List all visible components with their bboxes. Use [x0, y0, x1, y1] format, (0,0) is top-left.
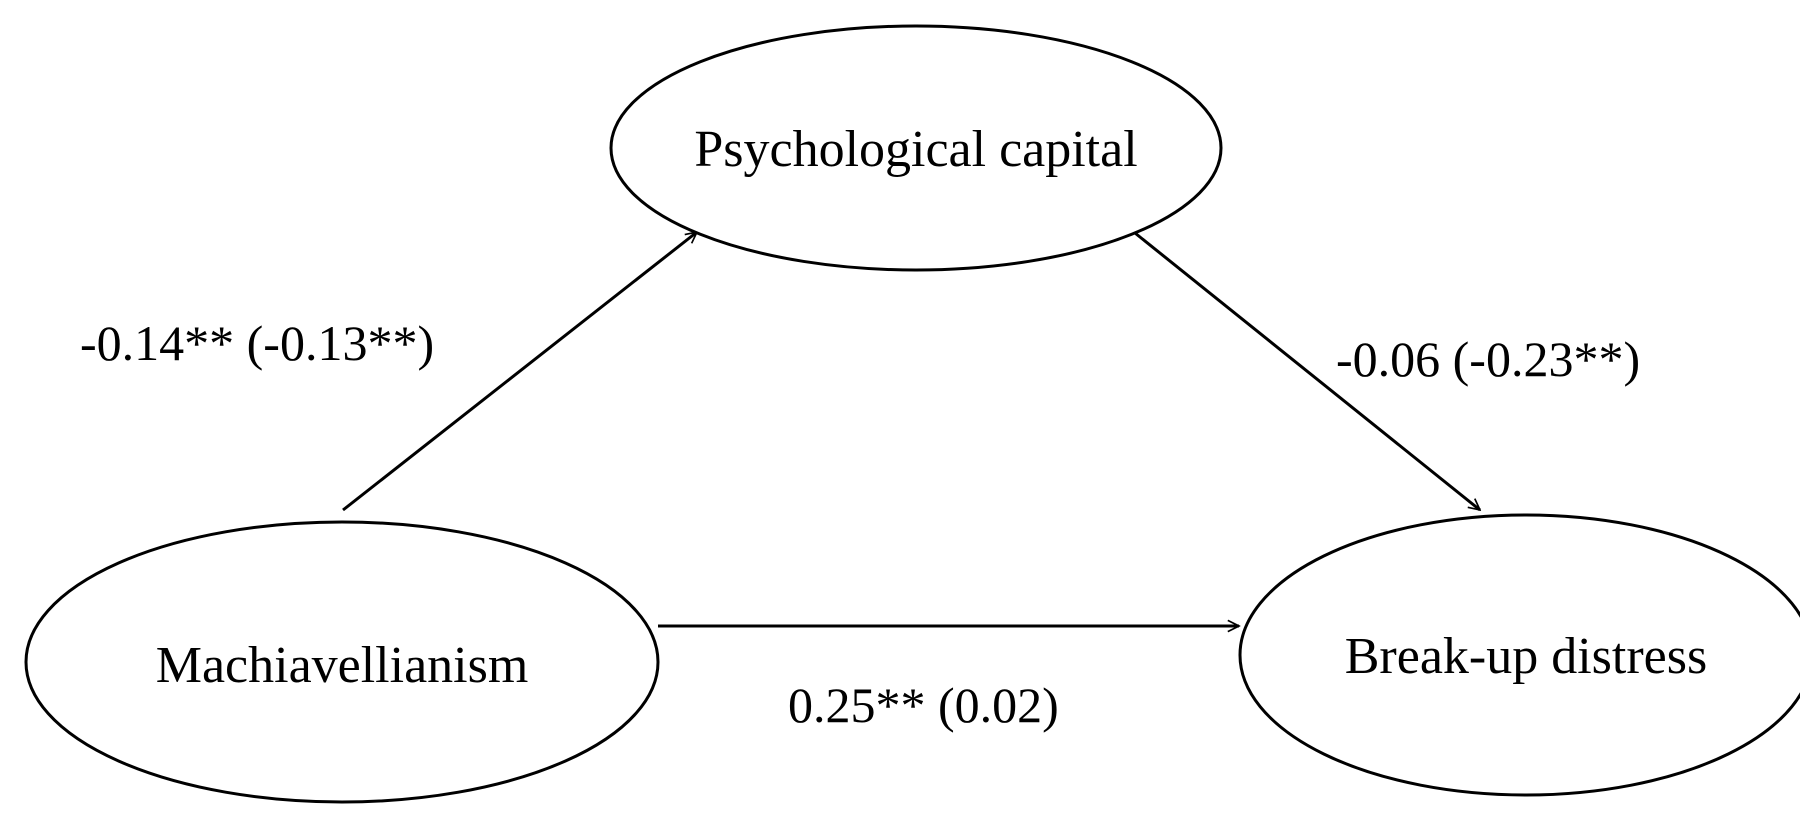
node-breakup-distress-shape: [1238, 513, 1800, 797]
edge-mach-to-psycap: [342, 230, 697, 512]
node-machiavellianism-label: Machiavellianism: [156, 637, 529, 694]
node-breakup-distress-label: Break-up distress: [1345, 628, 1707, 685]
edge-psycap-to-distress: [1129, 227, 1480, 510]
node-psychological-capital-shape: [609, 24, 1223, 272]
node-machiavellianism-shape: [24, 520, 660, 804]
node-machiavellianism: Machiavellianism: [24, 520, 660, 804]
node-psychological-capital-label: Psychological capital: [694, 121, 1137, 178]
node-psychological-capital: Psychological capital: [609, 24, 1223, 272]
edge-label-psycap-to-distress: -0.06 (-0.23**): [1336, 331, 1640, 387]
node-breakup-distress: Break-up distress: [1238, 513, 1800, 797]
edge-label-mach-to-distress: 0.25** (0.02): [788, 677, 1059, 733]
edge-label-mach-to-psycap: -0.14** (-0.13**): [80, 315, 434, 371]
